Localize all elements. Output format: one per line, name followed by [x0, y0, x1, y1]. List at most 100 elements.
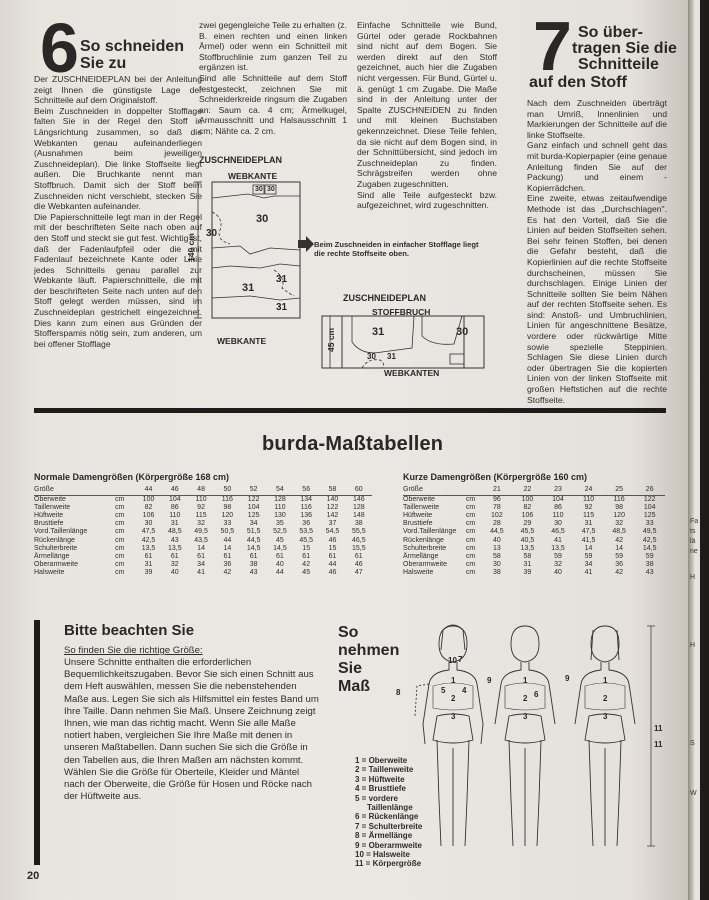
table-cell: cm	[115, 560, 125, 568]
table-cell: 14	[223, 544, 232, 552]
plan2-piece-label: 30	[456, 326, 469, 338]
table-header-cell: 23	[542, 486, 574, 497]
table-cell: 42,5	[141, 536, 156, 544]
table-cell: 41	[584, 568, 593, 576]
table-cell: 43	[249, 568, 258, 576]
table-header-cell: 54	[266, 486, 294, 497]
table-cell: Hüftweite	[34, 512, 64, 520]
section6-col2-para1: zwei gegengleiche Teile zu erhalten (z. …	[199, 20, 347, 73]
table-cell: 40	[492, 536, 501, 544]
table-cell: 38	[492, 568, 501, 576]
edge-fragment: ne	[690, 548, 698, 555]
legend-item: 3 = Hüftweite	[355, 774, 405, 784]
note-body: Unsere Schnitte enthalten die erforderli…	[64, 657, 319, 803]
table-cell: 46,5	[352, 536, 366, 544]
table-cell: Taillenweite	[34, 504, 71, 512]
table-cell: 31	[523, 560, 532, 568]
table-cell: cm	[115, 504, 125, 512]
edge-fragment: ts	[690, 528, 696, 535]
section7-title-line1: So über-	[578, 24, 643, 41]
table-cell: cm	[465, 520, 476, 528]
table-cell: 40	[554, 568, 562, 576]
table-cell: 52,5	[273, 528, 287, 536]
section6-title-line1: So schneiden	[80, 38, 185, 55]
table-cell: 61	[302, 552, 311, 560]
table-cell: 92	[197, 504, 205, 512]
edge-fragment: H	[690, 642, 696, 649]
plan1-top-label: WEBKANTE	[228, 171, 278, 181]
legend-item: 4 = Brusttiefe	[355, 784, 406, 794]
measure-marker: 2	[603, 694, 608, 703]
section7-title-line4: auf den Stoff	[529, 74, 627, 91]
table-cell: cm	[465, 496, 476, 504]
measure-title-line3: Sie	[338, 660, 363, 677]
plan1-title: ZUSCHNEIDEPLAN	[199, 155, 283, 165]
plan2-side-label: 45 cm	[326, 327, 336, 352]
table-cell: Halsweite	[403, 568, 434, 576]
table-cell: Taillenweite	[403, 504, 440, 512]
table-cell: 31	[170, 520, 179, 528]
table-header-cell: 46	[161, 486, 188, 497]
table-cell: 47	[354, 568, 363, 576]
legend-item: 1 = Oberweite	[355, 756, 408, 765]
edge-fragment: Fa	[690, 518, 699, 525]
table-cell: 104	[643, 504, 656, 512]
table-cell: 42	[615, 568, 624, 576]
table-header-cell	[115, 486, 136, 497]
table-cell: Brusttiefe	[403, 520, 433, 528]
table-cell: 61	[223, 552, 232, 560]
measuring-figures	[414, 624, 655, 847]
measure-marker: 5	[441, 686, 446, 695]
section6-para3: Die Papierschnitteile legt man in der Re…	[34, 211, 202, 349]
table-cell: 41,5	[581, 536, 596, 544]
table-cell: cm	[465, 504, 476, 512]
table-cell: 34	[584, 560, 593, 568]
table-cell: Vord.Taillenlänge	[34, 528, 88, 536]
next-page-edge: Fa ts lä ne H H S W	[688, 0, 709, 900]
table-cell: 136	[300, 512, 313, 520]
table-cell: 32	[170, 560, 179, 568]
table-cell: 120	[613, 512, 625, 520]
table-cell: 134	[300, 496, 313, 504]
measure-title-line2: nehmen	[338, 642, 400, 659]
section-number-6: 6	[40, 9, 79, 87]
table-cell: 128	[274, 496, 286, 504]
table-cell: 13,5	[167, 544, 182, 552]
table-cell: Oberweite	[403, 496, 435, 504]
table-cell: 128	[352, 504, 365, 512]
table-cell: 48,5	[167, 528, 182, 536]
table-cell: cm	[115, 536, 125, 544]
note-subtitle: So finden Sie die richtige Größe:	[64, 645, 203, 656]
table-cell: 13,5	[520, 544, 535, 552]
table-cell: Oberarmweite	[34, 560, 78, 568]
cutting-plan-1	[194, 181, 301, 319]
table-cell: 92	[584, 504, 593, 512]
section6-col2-para2: Sind alle Schnitteile auf dem Stoff fest…	[199, 72, 347, 136]
table-cell: 125	[247, 512, 260, 520]
table-cell: 41	[197, 568, 205, 576]
table-cell: 59	[584, 552, 593, 560]
table-cell: cm	[115, 520, 125, 528]
table-cell: 15	[328, 544, 337, 552]
table-cell: Brusttiefe	[34, 520, 64, 528]
table-cell: 31	[144, 560, 153, 568]
table-cell: 140	[326, 496, 339, 504]
table-cell: 38	[354, 520, 363, 528]
table-cell: 86	[170, 504, 179, 512]
table-cell: Ärmellänge	[403, 552, 439, 560]
table-cell: 46	[354, 560, 363, 568]
measure-title-line1: So	[338, 624, 359, 641]
section-divider	[34, 408, 666, 413]
